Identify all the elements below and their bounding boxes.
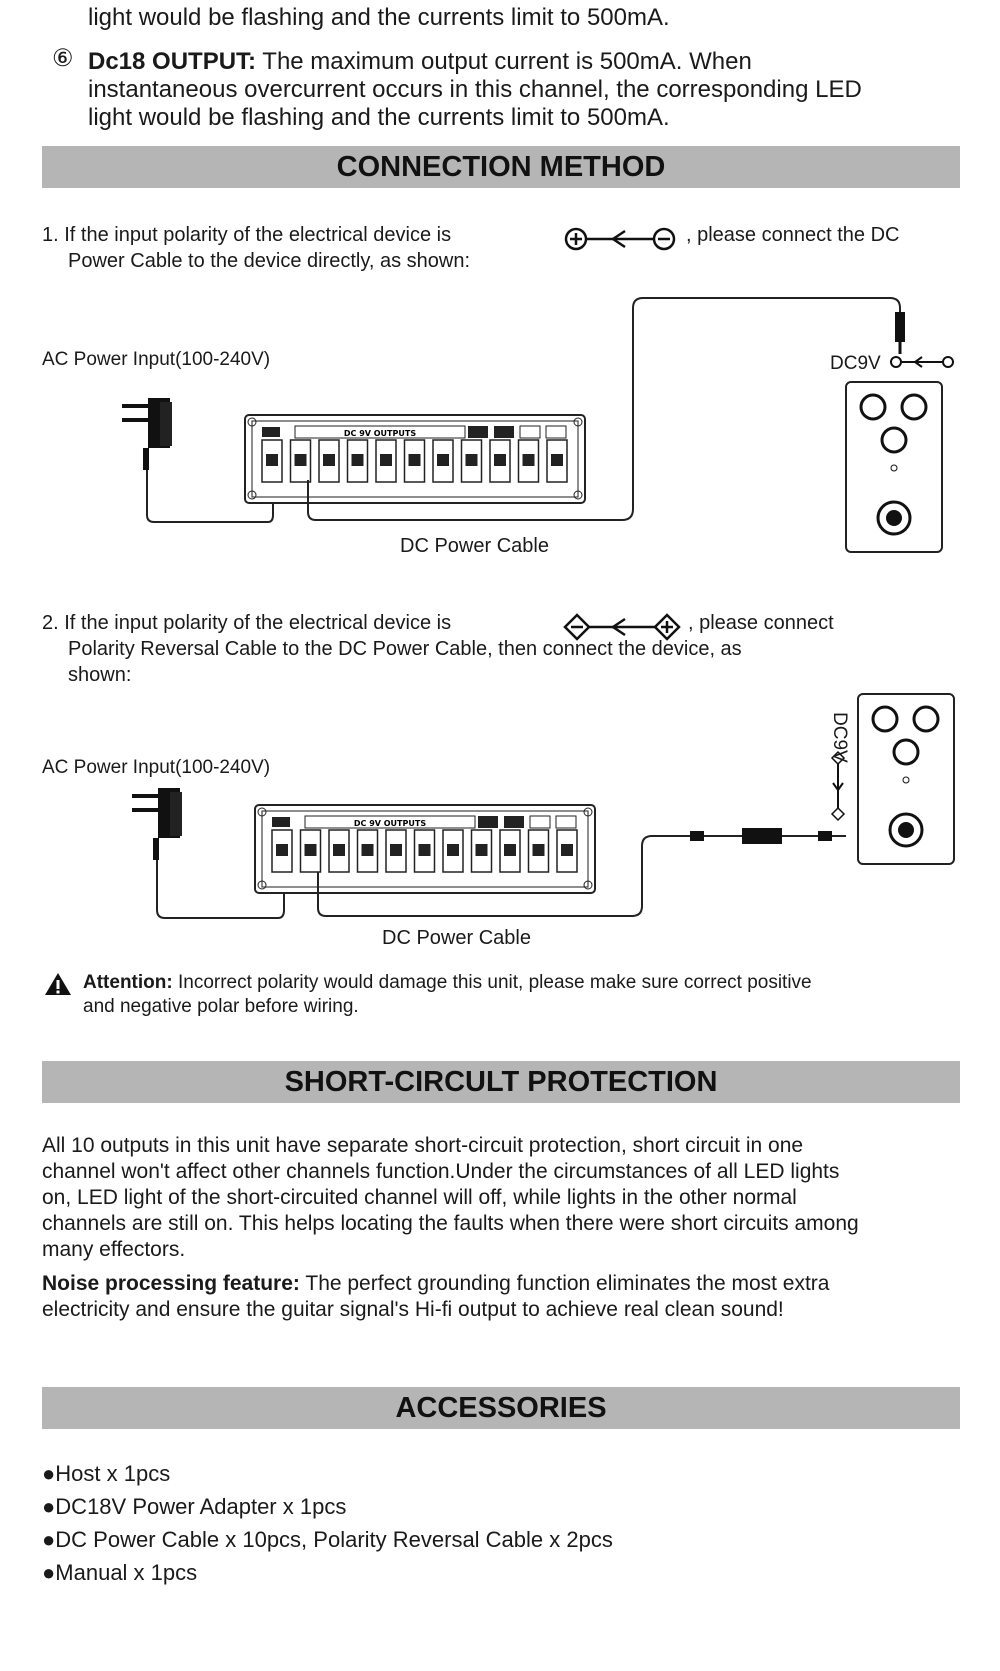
pedal-polarity-icon [890,356,954,368]
panel-label: DC 9V OUTPUTS [344,429,416,438]
item-number: ⑥ [52,45,74,72]
power-supply-panel: DC 9V OUTPUTS [254,804,596,894]
item-line-2: instantaneous overcurrent occurs in this… [88,76,862,103]
output-jack-socket [551,454,563,466]
short-circuit-heading: SHORT-CIRCULT PROTECTION [284,1066,718,1098]
accessories-heading: ACCESSORIES [395,1392,607,1424]
panel-label: DC 9V OUTPUTS [354,819,426,828]
dc9v-label-1: DC9V [830,353,881,374]
output-jack-socket [323,454,335,466]
step1-line1: 1. If the input polarity of the electric… [42,224,452,246]
reverse-polarity-symbol-icon [563,613,681,641]
noise-paragraph: Noise processing feature: The perfect gr… [42,1272,830,1321]
step1-line1-end: , please connect the DC [686,224,900,246]
pedal-icon [857,693,955,865]
connection-heading: CONNECTION METHOD [336,151,666,183]
output-jack-socket [494,454,506,466]
list-item: ●DC18V Power Adapter x 1pcs [42,1494,347,1519]
output-jack-socket [522,454,535,466]
step2-line3: shown: [68,664,132,686]
item-text: The maximum output current is 500mA. Whe… [256,48,752,75]
output-jack-socket [380,454,392,466]
output-jack-socket [333,844,345,856]
step1-line2: Power Cable to the device directly, as s… [68,250,471,272]
output-jack-socket [266,454,278,466]
noise-title: Noise processing feature: [42,1272,300,1295]
power-adapter-icon [132,788,182,860]
pedal-polarity-icon [830,750,846,822]
dc9v-label-2: DC9V [829,712,850,763]
accessories-heading-bar: ACCESSORIES [42,1387,960,1429]
list-item: ●Host x 1pcs [42,1461,171,1486]
output-jack-socket [276,844,288,856]
attention-line-1: Attention: Incorrect polarity would dama… [83,972,812,993]
output-jack-socket [351,454,364,466]
output-jack-socket [304,844,317,856]
short-circuit-paragraph: All 10 outputs in this unit have separat… [42,1134,859,1261]
polarity-symbol-icon [564,227,676,251]
output-jack-socket [437,454,449,466]
output-jack-socket [465,454,478,466]
output-jack-socket [294,454,307,466]
attention-line-2: and negative polar before wiring. [83,996,359,1017]
connection-diagram-1: DC 9V OUTPUTS [122,297,954,553]
output-jack-socket [408,454,421,466]
item-line-1: Dc18 OUTPUT: The maximum output current … [88,48,752,76]
step2-line2: Polarity Reversal Cable to the DC Power … [68,638,742,660]
output-jack-socket [418,844,431,856]
short-circuit-heading-bar: SHORT-CIRCULT PROTECTION [42,1061,960,1103]
ac-input-label-2: AC Power Input(100-240V) [42,757,271,778]
output-jack-socket [504,844,516,856]
accessories-list: ●Host x 1pcs ●DC18V Power Adapter x 1pcs… [42,1457,613,1589]
warning-triangle-icon [45,973,71,995]
dc-cable-label-1: DC Power Cable [400,535,549,557]
item-title: Dc18 OUTPUT: [88,48,257,75]
connection-diagram-2: DC 9V OUTPUTS [132,693,955,919]
step2-line1-end: , please connect [688,612,834,634]
list-item: ●Manual x 1pcs [42,1560,198,1585]
ac-input-label-1: AC Power Input(100-240V) [42,349,271,370]
step2-line1: 2. If the input polarity of the electric… [42,612,452,634]
top-partial-line: light would be flashing and the currents… [88,4,670,31]
attention-title: Attention: [83,972,173,993]
pedal-icon [845,381,943,553]
output-jack-socket [361,844,374,856]
output-jack-socket [561,844,573,856]
output-jack-socket [390,844,402,856]
output-jack-socket [532,844,545,856]
power-adapter-icon [122,398,172,470]
output-jack-socket [447,844,459,856]
item-line-3: light would be flashing and the currents… [88,104,670,131]
output-jack-socket [475,844,488,856]
list-item: ●DC Power Cable x 10pcs, Polarity Revers… [42,1527,613,1552]
connection-heading-bar: CONNECTION METHOD [42,146,960,188]
dc-cable-label-2: DC Power Cable [382,927,531,949]
power-supply-panel: DC 9V OUTPUTS [244,414,586,504]
